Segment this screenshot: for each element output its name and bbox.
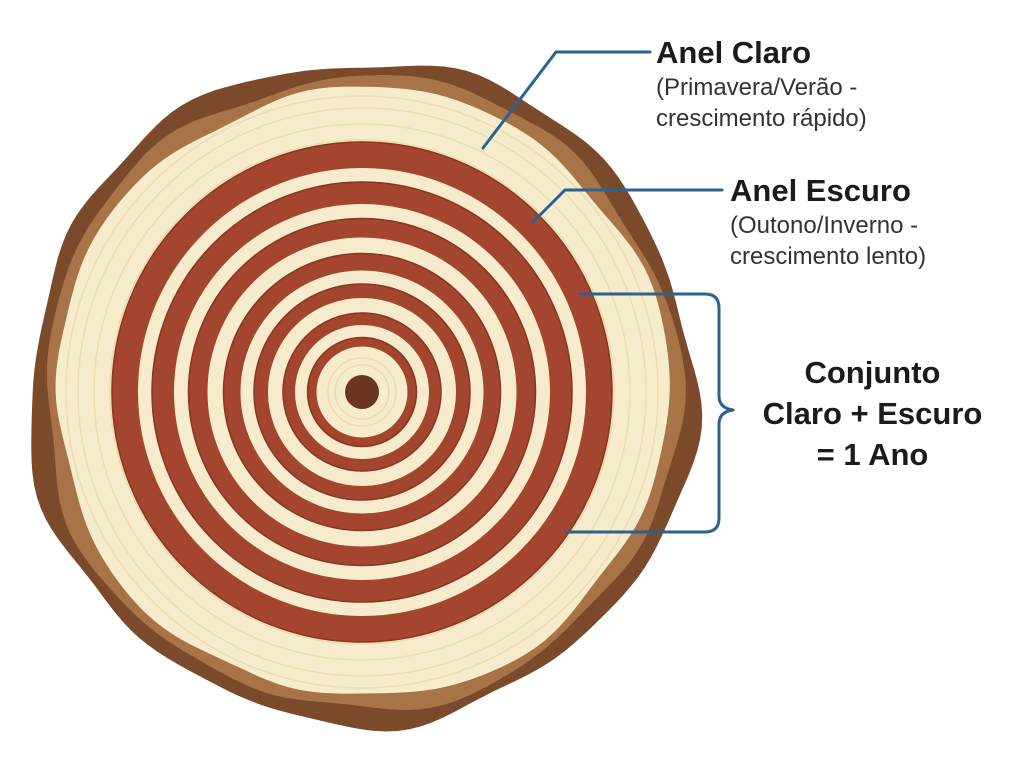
year-set-line2: Claro + Escuro — [762, 396, 983, 431]
dark-ring-description-line2: crescimento lento) — [730, 243, 927, 270]
leader-line-dark-ring — [531, 188, 724, 224]
light-ring-description-line1: (Primavera/Verão - — [656, 74, 858, 101]
dark-ring-title: Anel Escuro — [730, 173, 911, 208]
dark-ring-edge — [282, 312, 442, 472]
dark-growth-ring — [254, 284, 470, 500]
light-ring-title: Anel Claro — [656, 35, 812, 70]
year-set-line3: = 1 Ano — [816, 437, 929, 472]
leader-lines — [481, 50, 735, 534]
dark-growth-ring — [283, 313, 441, 471]
light-grain-line — [93, 123, 631, 661]
dark-growth-ring — [223, 253, 501, 531]
dark-ring-edge — [222, 252, 502, 532]
inner-grain-line — [334, 364, 390, 420]
label-light-ring: Anel Claro (Primavera/Verão - cresciment… — [656, 34, 867, 134]
label-dark-ring: Anel Escuro (Outono/Inverno - cresciment… — [730, 172, 926, 272]
light-ring-description-line2: crescimento rápido) — [656, 105, 867, 132]
inner-grain-line — [327, 357, 397, 427]
label-year-set: Conjunto Claro + Escuro = 1 Ano — [745, 352, 1000, 475]
pith-center — [345, 375, 379, 409]
dark-ring-edge — [253, 283, 471, 501]
dark-growth-ring — [112, 142, 612, 642]
dark-ring-edge — [111, 141, 613, 643]
dark-ring-description-line1: (Outono/Inverno - — [730, 212, 919, 239]
light-grain-line — [109, 139, 615, 645]
light-grain-line — [65, 95, 659, 689]
leader-line-light-ring — [481, 50, 652, 150]
light-grain-line — [77, 107, 647, 677]
dark-growth-ring — [188, 218, 536, 566]
dark-growth-ring — [307, 337, 417, 447]
dark-ring-edge — [151, 181, 573, 603]
dark-growth-ring — [152, 182, 572, 602]
log-cross-section — [31, 65, 703, 732]
dark-ring-edge — [306, 336, 418, 448]
dark-ring-edge — [187, 217, 537, 567]
year-set-line1: Conjunto — [804, 355, 941, 390]
year-bracket — [564, 292, 735, 534]
